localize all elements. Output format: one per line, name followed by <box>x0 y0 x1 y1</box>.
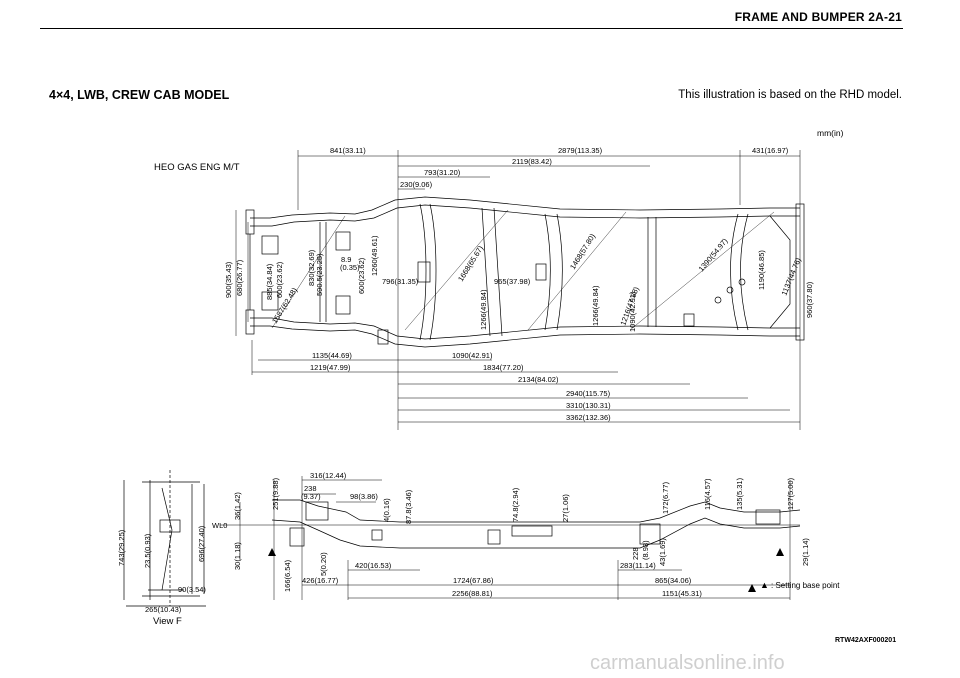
dimension-label: 228 <box>631 547 640 560</box>
dimension-label: 283(11.14) <box>620 561 656 570</box>
dimension-label: 431(16.97) <box>752 146 789 155</box>
plan-bottom-labels: 1135(44.69) 1090(42.91) 1219(47.99) 1834… <box>310 351 611 422</box>
dimension-label: 2134(84.02) <box>518 375 559 384</box>
dimension-label: 74.8(2.94) <box>511 487 520 522</box>
dimension-label: 43(1.69) <box>658 538 667 566</box>
dimension-label: 2879(113.35) <box>558 146 603 155</box>
dimension-label: 116(4.57) <box>703 478 712 510</box>
dimension-label: 1151(45.31) <box>662 589 702 598</box>
dimension-label: 1190(46.85) <box>757 250 766 290</box>
figure-code: RTW42AXF000201 <box>835 637 897 644</box>
setting-base-point-markers <box>268 548 784 592</box>
dimension-label: 30(1.18) <box>233 542 242 570</box>
dimension-label: 965(37.98) <box>494 277 531 286</box>
dimension-label: 265(10.43) <box>145 605 182 614</box>
dimension-label: 1219(47.99) <box>310 363 351 372</box>
plan-inner-labels: 8.9 (0.35) 830(32.69) 590.5(23.25) 600(2… <box>307 232 814 332</box>
units-label: mm(in) <box>817 128 844 138</box>
legend-symbol: ▲ <box>760 580 769 590</box>
dimension-label: 600(23.62) <box>357 257 366 294</box>
dimension-label: 1468(57.80) <box>568 232 597 271</box>
dimension-label: 865(34.06) <box>655 576 692 585</box>
dimension-label: 960(37.80) <box>805 281 814 318</box>
dimension-label: 1668(65.67) <box>456 244 485 283</box>
legend-text: : Setting base point <box>771 581 840 590</box>
dimension-label: 900(35.43) <box>224 261 233 298</box>
engine-label: HEO GAS ENG M/T <box>154 162 240 173</box>
dimension-label: 426(16.77) <box>302 576 339 585</box>
dimension-label: 172(6.77) <box>661 481 670 514</box>
dimension-label: (0.35) <box>340 263 360 272</box>
dimension-label: 90(3.54) <box>178 585 206 594</box>
dimension-label: 1266(49.84) <box>591 285 600 326</box>
plan-view-frame <box>245 196 805 348</box>
dimension-label: (8.98) <box>641 540 650 560</box>
dimension-label: 5(0.20) <box>319 552 328 576</box>
plan-top-labels: 841(33.11) 2879(113.35) 431(16.97) 2119(… <box>330 146 789 189</box>
dimension-label: 230(9.06) <box>400 180 433 189</box>
dimension-label: 2256(88.81) <box>452 589 493 598</box>
dimension-label: (9.37) <box>301 492 321 501</box>
dimension-label: 87.8(3.46) <box>404 489 413 524</box>
dimension-label: 3362(132.36) <box>566 413 611 422</box>
dimension-label: 166(6.54) <box>283 559 292 592</box>
dimension-label: 127(5.00) <box>786 477 795 510</box>
dimension-label: 251(9.88) <box>271 477 280 510</box>
dimension-label: 27(1.06) <box>561 494 570 522</box>
dimension-label: 1266(49.84) <box>479 289 488 330</box>
dimension-label: 885(34.84) <box>265 263 274 300</box>
dimension-label: 1090(42.91) <box>628 291 637 332</box>
rhd-note: This illustration is based on the RHD mo… <box>678 89 902 101</box>
side-lower-labels: 426(16.77) 420(16.53) 1724(67.86) 2256(8… <box>302 538 810 598</box>
watermark: carmanualsonline.info <box>590 652 785 674</box>
dimension-label: 420(16.53) <box>355 561 392 570</box>
dimension-label: 1724(67.86) <box>453 576 494 585</box>
dimension-label: 590.5(23.25) <box>315 253 324 296</box>
dimension-label: 1090(42.91) <box>452 351 493 360</box>
page-header-title: FRAME AND BUMPER 2A-21 <box>734 10 902 24</box>
dimension-label: 8.9 <box>341 255 351 264</box>
waterline-label: WL0 <box>212 521 227 530</box>
dimension-label: 696(27.40) <box>197 525 206 562</box>
dimension-label: 2119(83.42) <box>512 157 552 166</box>
view-f-section <box>123 470 206 607</box>
dimension-label: 743(29.25) <box>117 529 126 566</box>
dimension-label: 3310(130.31) <box>566 401 611 410</box>
model-title: 4×4, LWB, CREW CAB MODEL <box>49 88 230 102</box>
side-left-labels: 30(1.18) 166(6.54) 5(0.20) <box>233 542 328 592</box>
dimension-label: 98(3.86) <box>350 492 378 501</box>
view-f-labels: 743(29.25) 23.5(0.93) 696(27.40) 90(3.54… <box>117 525 206 614</box>
dimension-label: 29(1.14) <box>801 538 810 566</box>
dimension-label: 841(33.11) <box>330 146 366 155</box>
dimension-label: 793(31.20) <box>424 168 461 177</box>
dimension-label: 4(0.16) <box>382 498 391 522</box>
dimension-label: 680(26.77) <box>235 259 244 296</box>
dimension-label: 1260(49.61) <box>370 235 379 276</box>
dimension-label: 830(32.69) <box>307 249 316 286</box>
dimension-label: 316(12.44) <box>310 471 347 480</box>
dimension-label: 23.5(0.93) <box>143 533 152 568</box>
dimension-label: 2940(115.75) <box>566 389 611 398</box>
dimension-label: 1137(44.76) <box>780 256 803 297</box>
dimension-label: 796(31.35) <box>382 277 419 286</box>
legend-setting-base-point: ▲ : Setting base point <box>760 580 840 590</box>
dimension-label: 238 <box>304 484 317 493</box>
dimension-label: 1834(77.20) <box>483 363 524 372</box>
dimension-label: 1390(54.97) <box>697 236 730 273</box>
dimension-label: 36(1.42) <box>233 492 242 520</box>
side-view-frame <box>271 499 801 549</box>
dimension-label: 135(5.31) <box>735 477 744 510</box>
header-rule <box>40 28 903 29</box>
dimension-label: 600(23.62) <box>275 261 284 298</box>
dimension-label: 1135(44.69) <box>312 351 352 360</box>
view-f-label: View F <box>153 616 182 627</box>
side-upper-labels: 316(12.44) 238 (9.37) 98(3.86) 36(1.42) … <box>233 471 795 524</box>
